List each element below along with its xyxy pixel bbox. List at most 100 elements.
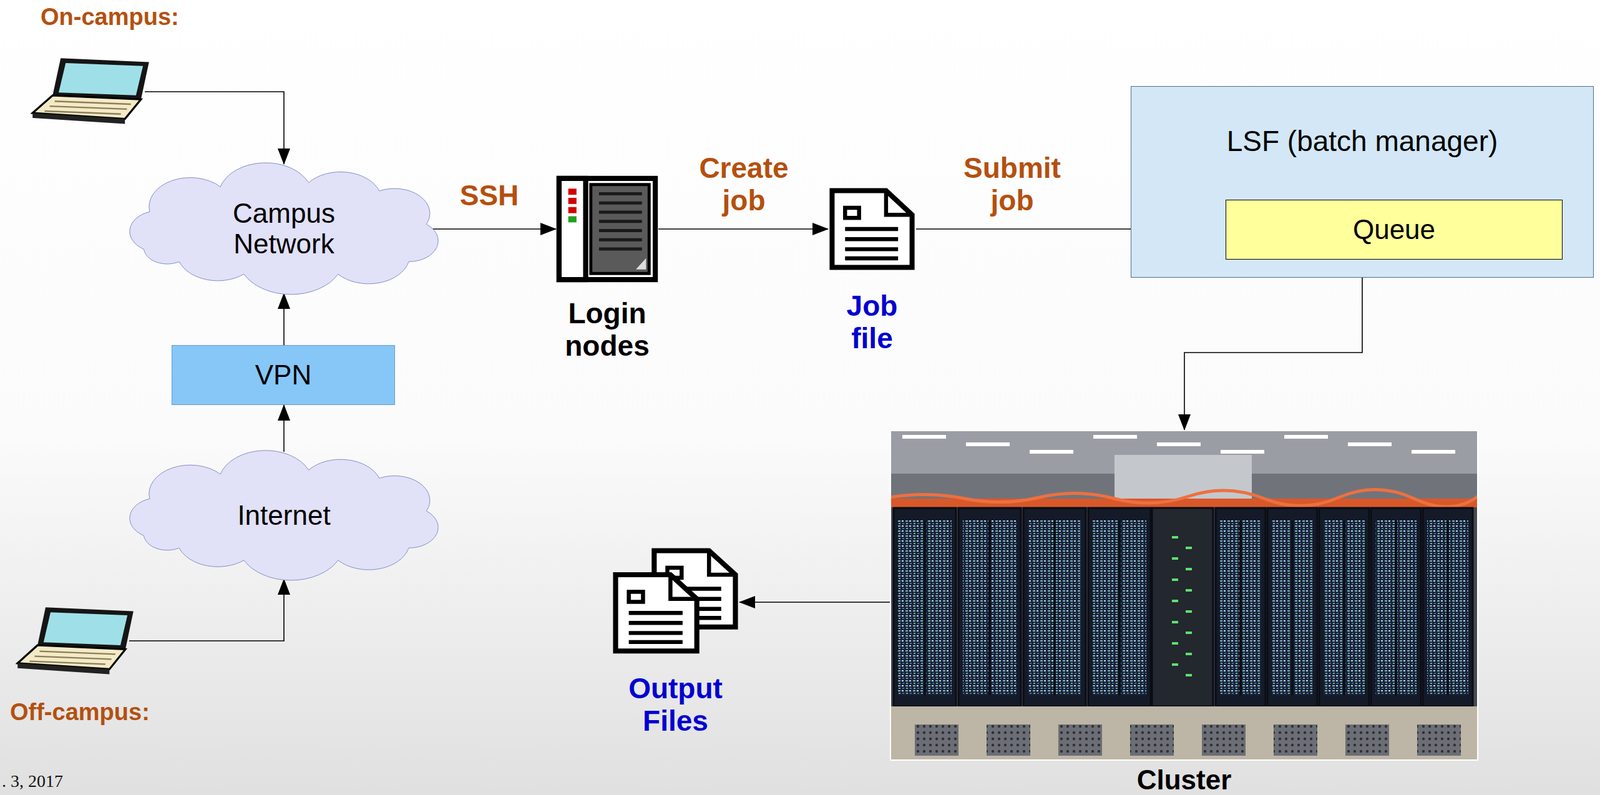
box-label: Queue	[1352, 214, 1436, 245]
rack	[1023, 507, 1086, 707]
text-holder: VPN	[255, 359, 312, 391]
text-holder: Job file	[846, 290, 898, 355]
rack-divider	[923, 520, 927, 696]
floor-vent	[1201, 724, 1246, 756]
status-light	[1185, 589, 1192, 592]
edge-label-holder: Create job	[698, 152, 789, 217]
rack-front	[1271, 520, 1313, 696]
edge-label: SSH	[459, 179, 520, 213]
status-light	[1171, 599, 1179, 603]
batch-manager-box: LSF (batch manager) Queue	[1130, 86, 1594, 278]
sheet-outline	[831, 190, 912, 268]
server-led	[568, 207, 577, 214]
rack	[1370, 507, 1421, 707]
status-light	[1185, 567, 1192, 571]
rack-divider	[1239, 520, 1242, 696]
server-left-panel	[559, 178, 586, 280]
text-holder: Login nodes	[564, 297, 649, 362]
network-cloud: Internet	[127, 448, 441, 582]
cloud-shape	[129, 450, 439, 581]
floor-vent	[1130, 724, 1174, 756]
connector	[129, 579, 284, 641]
document-sheet	[831, 190, 912, 268]
floor-vent	[1345, 724, 1390, 756]
laptop-edge	[17, 663, 110, 675]
rack-front	[1375, 520, 1417, 696]
status-light	[1171, 578, 1179, 581]
status-light	[1171, 620, 1179, 624]
status-light	[1171, 642, 1179, 645]
location-label: Off-campus:	[9, 698, 150, 726]
connector	[658, 228, 829, 230]
ceiling-light	[1347, 442, 1392, 447]
rack-divider	[1342, 520, 1346, 696]
laptop-lid	[37, 607, 134, 649]
ceiling-light	[1284, 434, 1328, 439]
laptop-icon	[15, 605, 136, 676]
rack-front	[1219, 520, 1262, 696]
server-slots	[599, 193, 643, 249]
status-light	[1185, 631, 1192, 635]
rack	[1422, 507, 1473, 707]
network-cloud: Campus Network	[127, 160, 441, 296]
icon-label: Job file	[846, 290, 898, 355]
documents-node: Output Files	[611, 546, 740, 658]
connector	[283, 404, 285, 452]
connector	[283, 293, 285, 346]
connector	[1184, 277, 1363, 430]
location-label: On-campus:	[40, 3, 180, 31]
sheet-box	[629, 591, 644, 602]
back-opening	[1114, 454, 1252, 504]
ceiling-light	[1156, 442, 1201, 447]
ceiling-light	[965, 442, 1010, 447]
rack-front	[897, 520, 952, 696]
icon-label: Login nodes	[564, 297, 649, 362]
status-light	[1171, 663, 1179, 666]
server-node: Login nodes	[556, 175, 659, 283]
ceiling-light	[1093, 434, 1137, 439]
cloud-label: Internet	[237, 499, 331, 531]
box-title: LSF (batch manager)	[1226, 125, 1499, 158]
rack-divider	[1394, 520, 1398, 696]
rack-front	[962, 520, 1017, 696]
document-icon	[828, 186, 917, 272]
rack-divider	[1291, 520, 1294, 696]
sheet-fold	[670, 574, 697, 600]
edge-label-holder: Submit job	[963, 152, 1061, 217]
status-light	[1185, 652, 1192, 656]
laptop-node: On-campus:	[30, 56, 152, 125]
server-icon	[556, 175, 659, 283]
laptop-keys	[44, 101, 132, 114]
ceiling-light	[1029, 449, 1074, 454]
documents-icon	[611, 546, 740, 658]
rack	[1267, 507, 1318, 707]
rack-divider	[988, 520, 991, 696]
server-led	[568, 188, 577, 195]
document-sheet	[615, 574, 698, 651]
laptop-keys	[29, 651, 116, 665]
cluster-photo	[889, 429, 1479, 761]
laptop-screen	[58, 63, 143, 96]
status-light	[1185, 546, 1192, 550]
rack-front	[1323, 520, 1365, 696]
rack-front	[1092, 520, 1147, 696]
photo-frame	[890, 430, 1478, 761]
text-holder: Internet	[237, 499, 331, 531]
floor-vent	[1417, 724, 1461, 756]
laptop-edge	[32, 112, 125, 124]
cable-bundle	[889, 489, 1479, 507]
laptop-screen	[43, 612, 128, 646]
server-led	[568, 197, 577, 205]
ceiling-light	[1411, 449, 1456, 454]
center-rack	[1151, 507, 1214, 707]
floor-vent	[914, 724, 959, 756]
text-holder: Queue	[1352, 214, 1436, 245]
rack-divider	[1053, 520, 1056, 696]
sheet-lines	[629, 612, 683, 643]
rack-divider	[1446, 520, 1449, 696]
connector	[431, 228, 557, 230]
status-light	[1171, 557, 1179, 560]
document-node: Job file	[828, 186, 917, 272]
